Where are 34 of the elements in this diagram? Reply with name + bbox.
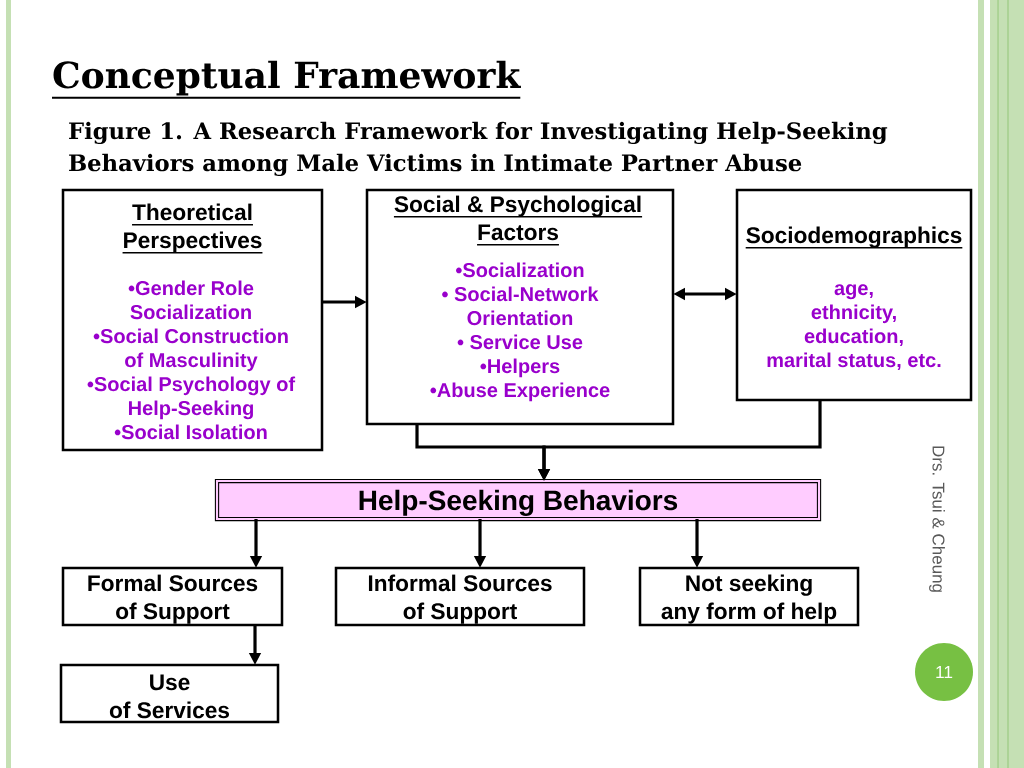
bullet-item: •Social Psychology of Help-Seeking: [87, 376, 296, 420]
bullet-item: •Social Isolation: [114, 424, 267, 440]
outcome-box: [61, 566, 284, 627]
outcome-box: [334, 566, 586, 627]
outcome-label: Informal Sources of Support: [368, 574, 552, 624]
slide-title: Conceptual Framework: [52, 60, 521, 99]
bullet-item: •Gender Role Socialization: [128, 280, 254, 320]
page-number: 11: [936, 666, 953, 678]
bullet-item: • Service Use: [457, 334, 583, 350]
list-item: education,: [804, 328, 903, 347]
section-heading: Social & Psychological Factors: [393, 195, 643, 246]
list-item: ethnicity,: [811, 304, 896, 324]
outcome-label: Use of Services: [109, 674, 229, 719]
outcome-box: [638, 566, 860, 627]
bullet-item: •Social Construction of Masculinity: [93, 328, 288, 372]
bullet-item: •Abuse Experience: [430, 382, 610, 402]
list-item: marital status, etc.: [767, 352, 941, 371]
section-heading: Sociodemographics: [744, 226, 964, 249]
category-box: [365, 188, 675, 426]
bullet-item: •Socialization: [456, 262, 584, 278]
figure-caption: Figure 1. A Research Framework for Investigating Help-Seeking Behaviors among Male Victims in Intimate Partner Abuse: [69, 121, 888, 177]
list-item: age,: [834, 284, 873, 300]
outcome-label: Not seeking any form of help: [661, 574, 837, 624]
category-box: [61, 188, 324, 452]
bullet-item: •Helpers: [480, 358, 560, 378]
outcome-box: [59, 663, 280, 724]
author-credit: Drs. Tsui & Cheung: [929, 446, 945, 592]
category-box: [735, 188, 973, 402]
section-heading: Theoretical Perspectives: [121, 203, 264, 254]
outcome-label: Formal Sources of Support: [88, 574, 258, 624]
page-number-badge: [915, 643, 973, 701]
highlight-box: [214, 478, 822, 522]
main-label: Help-Seeking Behaviors: [359, 489, 678, 516]
bullet-item: • Social-Network Orientation: [442, 286, 599, 326]
